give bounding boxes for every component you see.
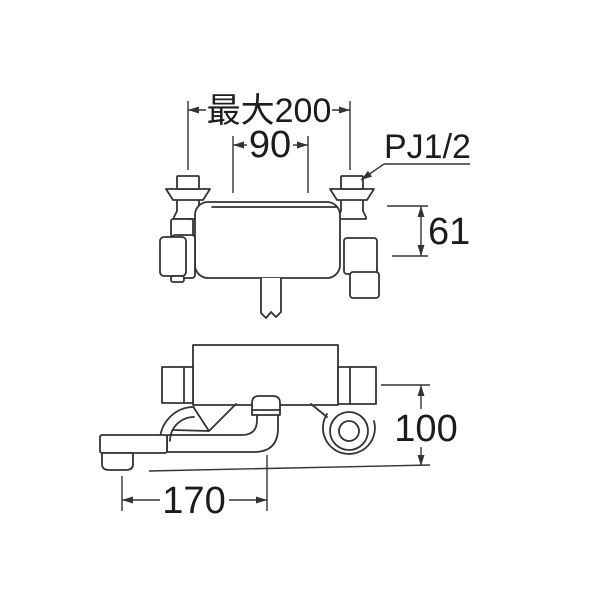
arrowhead bbox=[361, 170, 372, 180]
right-fitting-nut bbox=[337, 199, 367, 220]
handle-lever-inner-arc bbox=[169, 416, 195, 442]
arrowhead bbox=[256, 496, 267, 504]
extension-line bbox=[148, 464, 431, 472]
dimensions: 最大200 90 PJ1/2 61 bbox=[121, 92, 471, 522]
dim-max-width: 最大200 bbox=[187, 92, 351, 170]
spout-head bbox=[99, 434, 168, 454]
right-fitting-flange bbox=[329, 188, 375, 201]
arrowhead bbox=[339, 106, 350, 114]
dim-inlet-pitch: 90 bbox=[232, 124, 309, 193]
front-view bbox=[99, 344, 377, 471]
shower-outlet-block bbox=[337, 366, 377, 405]
arrowhead bbox=[297, 141, 308, 149]
shower-elbow-outline bbox=[322, 413, 376, 455]
dim-fitting-height: 61 bbox=[387, 205, 470, 257]
dim-spout-reach: 170 bbox=[121, 455, 268, 522]
shower-elbow-joint bbox=[310, 403, 328, 418]
spout-nozzle bbox=[101, 452, 134, 471]
left-valve-tab bbox=[170, 275, 185, 283]
dim-label-fitting-height: 61 bbox=[428, 211, 470, 253]
left-handle-block bbox=[161, 366, 194, 404]
right-fitting-thread bbox=[340, 175, 364, 190]
right-outlet-cap bbox=[349, 271, 380, 299]
dim-label-spout-reach: 170 bbox=[162, 480, 225, 522]
handle-lever-pointer bbox=[172, 403, 237, 432]
shower-hose-port bbox=[338, 420, 360, 442]
arrowhead bbox=[417, 385, 425, 396]
arrowhead bbox=[417, 455, 425, 466]
top-view-body bbox=[194, 201, 341, 279]
right-outlet-block bbox=[343, 237, 378, 275]
left-valve-cap bbox=[159, 236, 187, 277]
dim-label-inlet-pitch: 90 bbox=[249, 124, 291, 166]
dim-label-max-width: 最大200 bbox=[207, 92, 332, 130]
left-fitting-flange bbox=[165, 188, 211, 201]
thread-size-label: PJ1/2 bbox=[384, 128, 471, 166]
arrowhead bbox=[417, 206, 425, 217]
spout-union-nut bbox=[251, 395, 281, 416]
dim-mount-to-spout: 100 bbox=[148, 384, 458, 472]
dim-label-mount-to-spout: 100 bbox=[394, 408, 457, 450]
arrowhead bbox=[122, 496, 133, 504]
outlet-pipe bbox=[260, 277, 282, 319]
arrowhead bbox=[188, 106, 199, 114]
callout-thread-size: PJ1/2 bbox=[360, 128, 471, 181]
arrowhead bbox=[417, 245, 425, 256]
top-view bbox=[159, 175, 380, 319]
left-fitting-thread bbox=[176, 175, 200, 190]
arrowhead bbox=[233, 141, 244, 149]
